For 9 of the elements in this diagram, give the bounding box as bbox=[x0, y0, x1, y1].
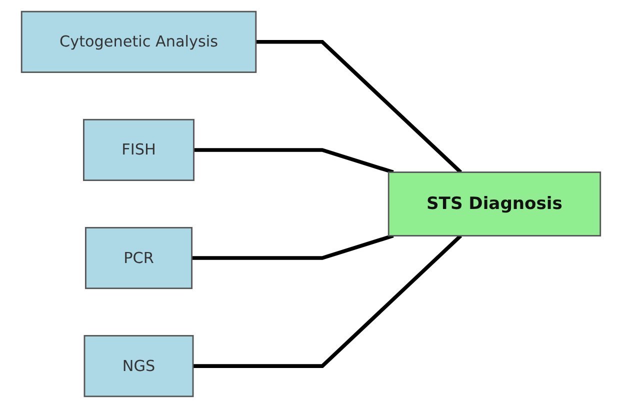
node-box: STS Diagnosis bbox=[387, 172, 601, 236]
connector bbox=[193, 148, 394, 174]
connector bbox=[255, 40, 462, 174]
connector bbox=[192, 234, 462, 368]
node-box: PCR bbox=[84, 226, 192, 290]
node-box: NGS bbox=[83, 335, 194, 398]
connector bbox=[191, 234, 394, 260]
node-box: Cytogenetic Analysis bbox=[20, 10, 256, 73]
node-box: FISH bbox=[82, 118, 194, 181]
